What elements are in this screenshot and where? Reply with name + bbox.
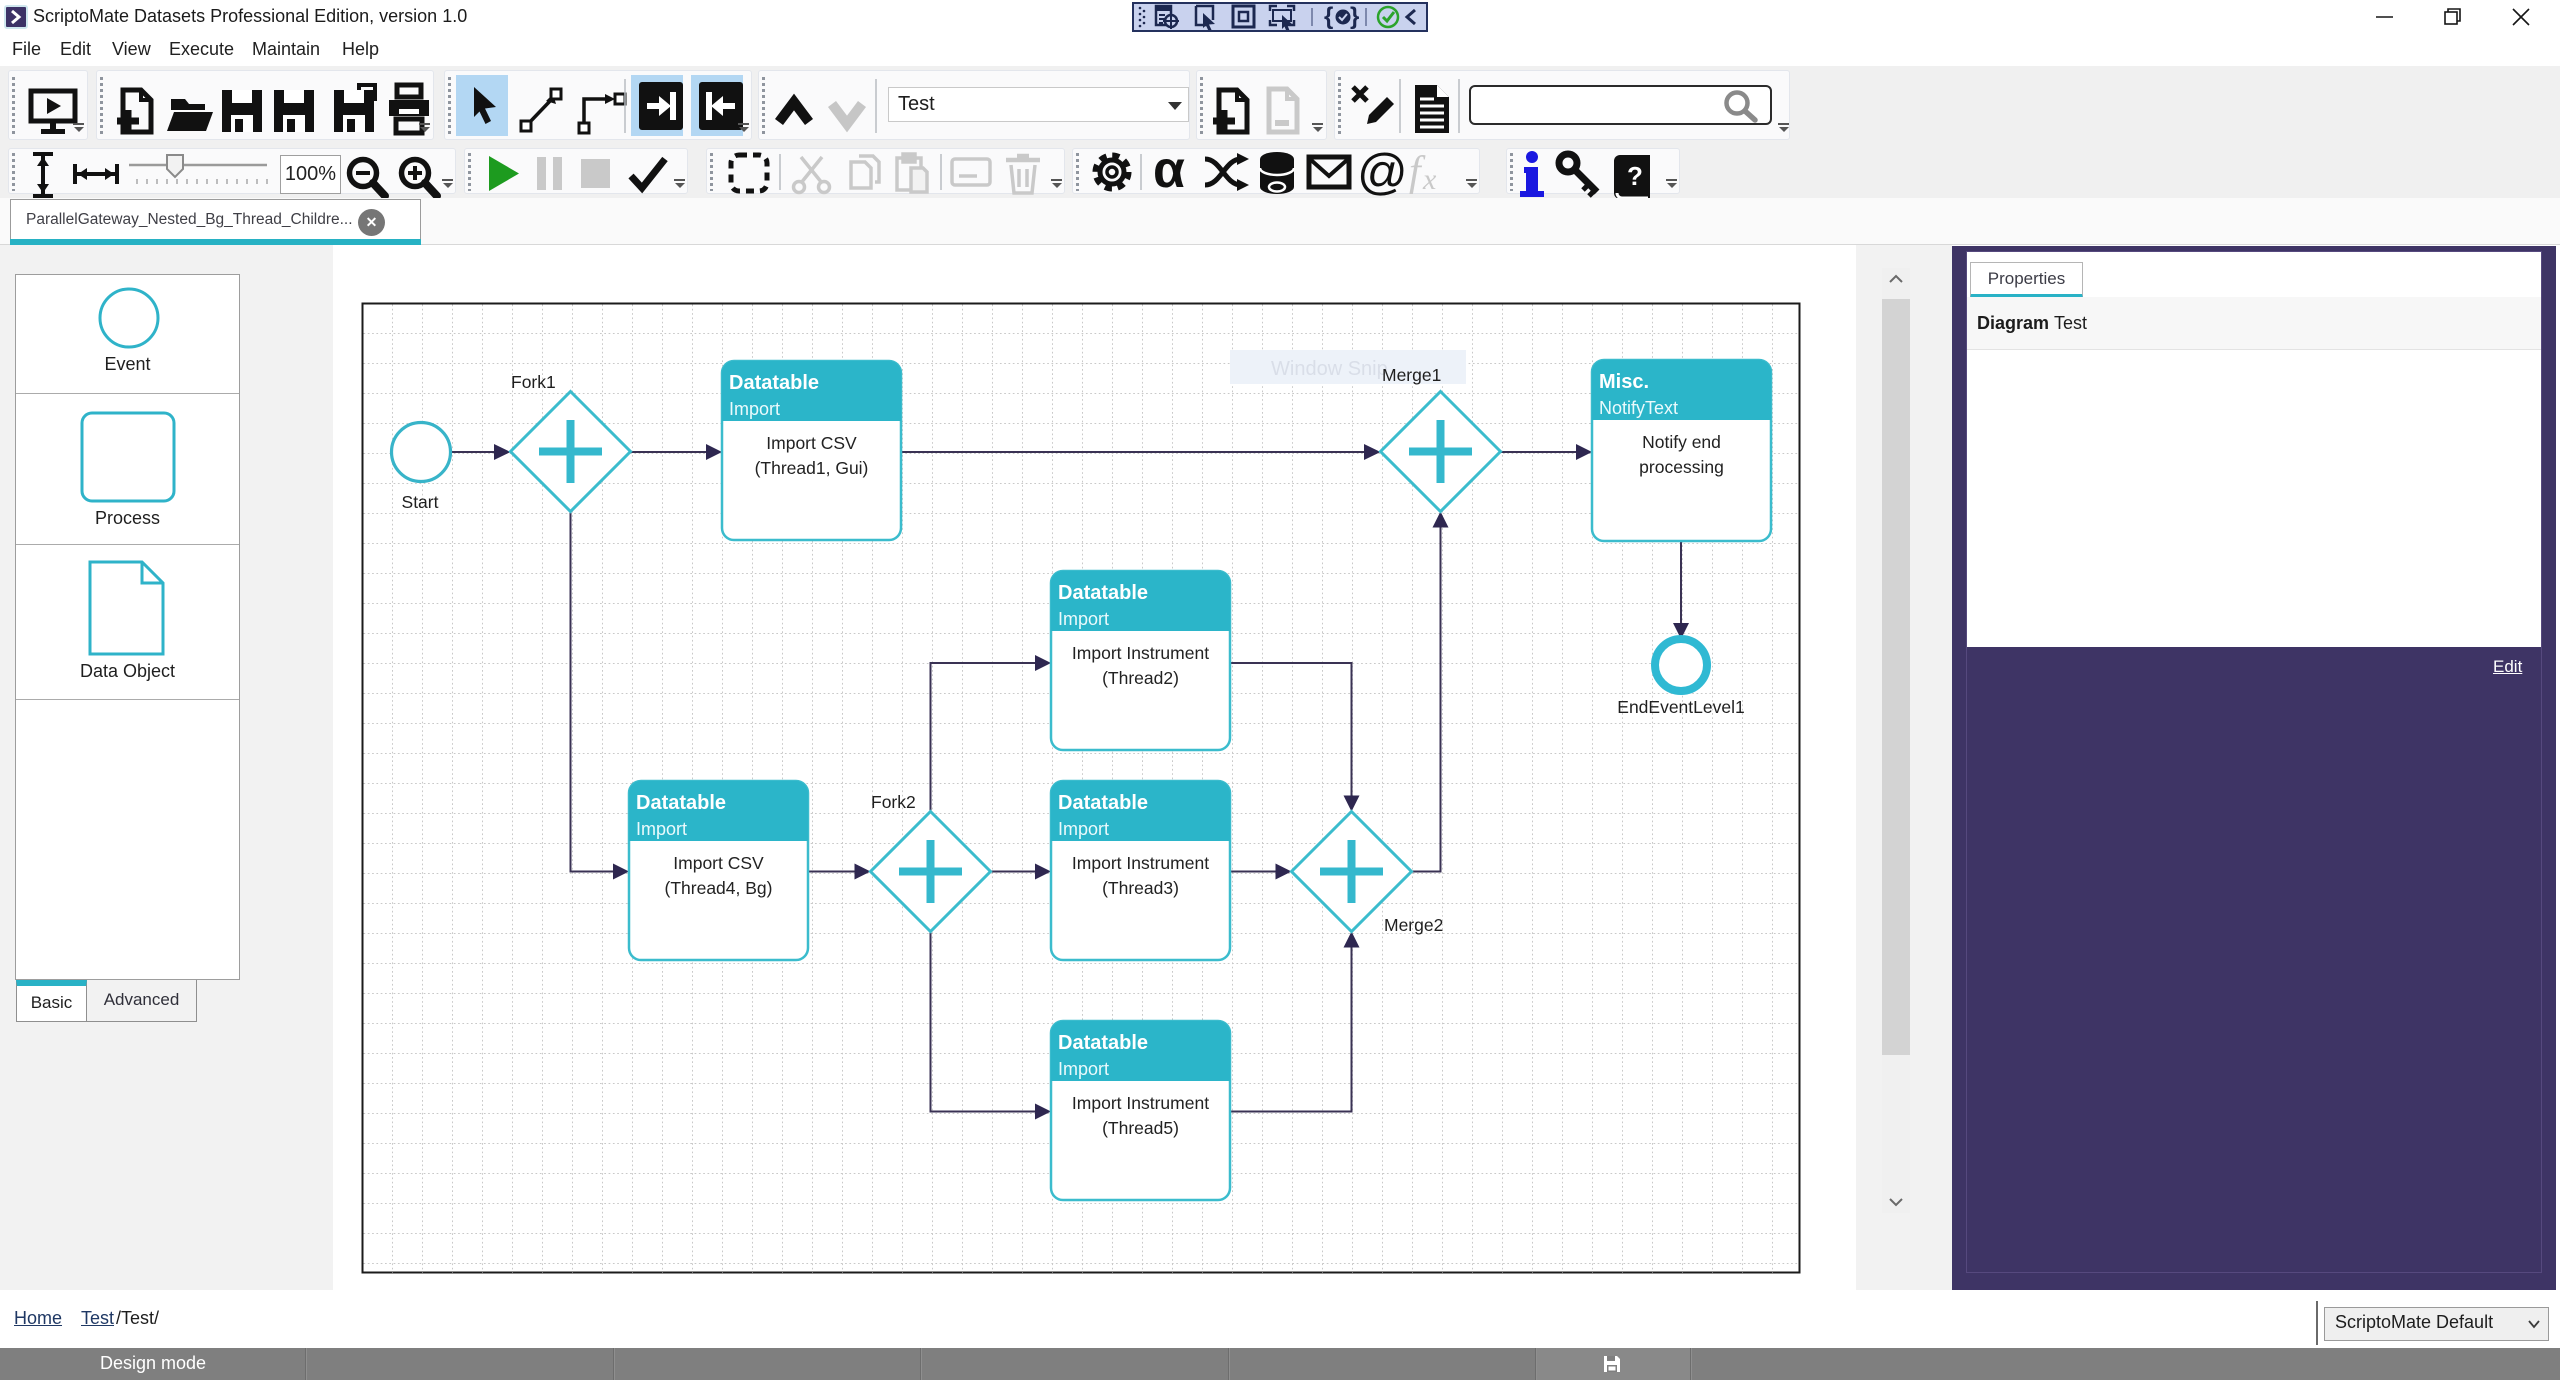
svg-text:Import CSV: Import CSV [673, 853, 764, 873]
svg-text:Merge2: Merge2 [1384, 915, 1443, 935]
svg-text:Import Instrument: Import Instrument [1072, 1093, 1209, 1113]
svg-text:NotifyText: NotifyText [1599, 398, 1678, 418]
svg-text:@: @ [1357, 149, 1408, 199]
svg-text:(Thread3): (Thread3) [1102, 878, 1179, 898]
svg-text:(Thread5): (Thread5) [1102, 1118, 1179, 1138]
svg-text:Misc.: Misc. [1599, 371, 1649, 393]
svg-text:(Thread4, Bg): (Thread4, Bg) [665, 878, 773, 898]
svg-text:Import CSV: Import CSV [766, 433, 857, 453]
svg-text:?: ? [1627, 161, 1643, 191]
svg-text:EndEventLevel1: EndEventLevel1 [1617, 697, 1744, 717]
svg-text:Import: Import [1058, 819, 1109, 839]
svg-text:Window Snip: Window Snip [1271, 358, 1388, 380]
svg-text:Fork2: Fork2 [871, 792, 916, 812]
svg-text:Datatable: Datatable [729, 372, 819, 394]
svg-text:Datatable: Datatable [1058, 792, 1148, 814]
svg-text:Import Instrument: Import Instrument [1072, 643, 1209, 663]
svg-text:Import Instrument: Import Instrument [1072, 853, 1209, 873]
svg-text:(Thread1, Gui): (Thread1, Gui) [755, 458, 869, 478]
svg-text:Datatable: Datatable [1058, 582, 1148, 604]
svg-text:{: { [1324, 4, 1333, 30]
svg-text:Datatable: Datatable [1058, 1032, 1148, 1054]
svg-text:Fork1: Fork1 [511, 372, 556, 392]
svg-text:(Thread2): (Thread2) [1102, 668, 1179, 688]
svg-text:Import: Import [1058, 609, 1109, 629]
svg-text:Import: Import [1058, 1059, 1109, 1079]
svg-text:Import: Import [636, 819, 687, 839]
svg-text:Datatable: Datatable [636, 792, 726, 814]
svg-text:}: } [1350, 4, 1359, 30]
svg-text:α: α [1153, 149, 1185, 199]
svg-text:Notify end: Notify end [1642, 432, 1721, 452]
svg-text:Import: Import [729, 399, 780, 419]
svg-text:Start: Start [402, 492, 439, 512]
svg-text:Merge1: Merge1 [1382, 365, 1441, 385]
svg-text:processing: processing [1639, 457, 1724, 477]
svg-text:x: x [1422, 163, 1437, 196]
